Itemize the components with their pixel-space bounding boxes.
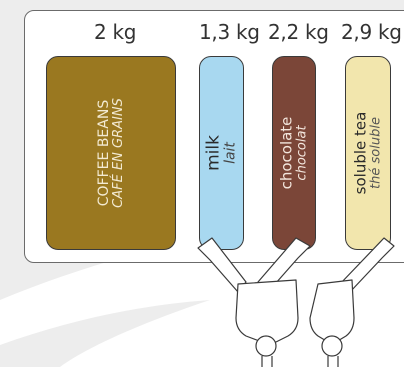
weight-label-milk: 1,3 kg — [199, 20, 260, 44]
coffee-beans-canister: COFFEE BEANS CAFÉ EN GRAINS — [46, 56, 176, 250]
weight-label-tea: 2,9 kg — [341, 20, 402, 44]
weight-label-chocolate: 2,2 kg — [268, 20, 329, 44]
right-outlet-pipe — [327, 356, 339, 367]
right-outlet — [321, 335, 343, 357]
left-outlet-pipe — [261, 356, 273, 367]
chocolate-canister: chocolate chocolat — [272, 56, 316, 250]
tea-chute — [339, 237, 395, 293]
milk-canister: milk lait — [199, 56, 244, 250]
soluble-tea-canister: soluble tea thé soluble — [345, 56, 391, 250]
left-outlet — [255, 335, 277, 357]
left-mixing-bowl — [235, 279, 299, 343]
weight-label-coffee: 2 kg — [94, 20, 137, 44]
right-mixing-bowl — [309, 279, 355, 343]
milk-chute — [197, 237, 247, 293]
